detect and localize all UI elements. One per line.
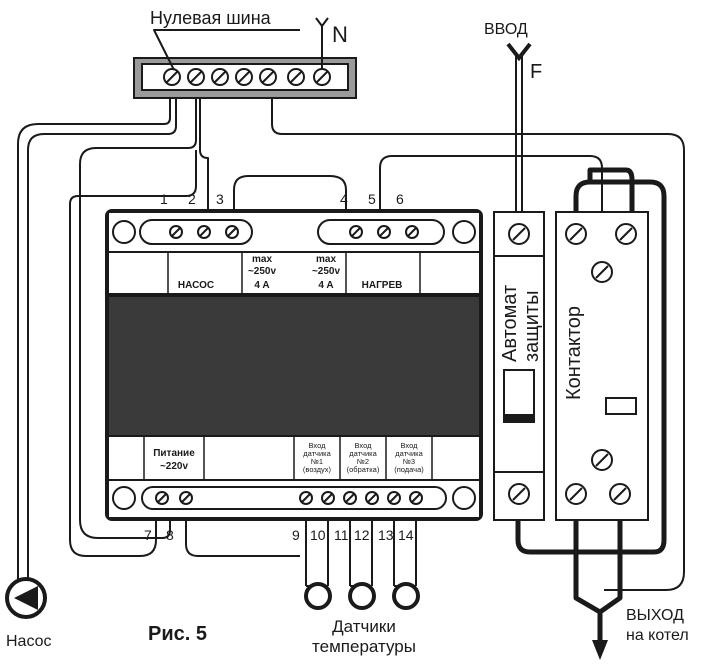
neutral-bus [133, 17, 357, 99]
terminal-number-6: 6 [396, 191, 404, 207]
contactor-indicator [605, 397, 637, 415]
circuit-breaker [493, 211, 545, 521]
output-arrow [592, 640, 608, 660]
heat-relay-voltage: ~250v [312, 266, 341, 277]
output-label-line1: ВЫХОД [626, 607, 684, 624]
heat-relay-current: 4 A [318, 280, 333, 291]
input-f-label: F [530, 61, 542, 83]
bus-terminals [163, 68, 331, 86]
pump-label: Насос [6, 633, 52, 650]
sensors-caption-line1: Датчики [332, 617, 396, 636]
bottom-terminals [155, 491, 423, 505]
terminal-number-10: 10 [310, 527, 326, 543]
breaker-label-line1: Автомат [499, 285, 521, 362]
terminal-number-7: 7 [144, 527, 152, 543]
terminal-number-12: 12 [354, 527, 370, 543]
power-label-line2: ~220v [160, 461, 189, 472]
sensor3-label-l1: Вход [401, 441, 419, 450]
pump-relay-name: НАСОС [178, 280, 214, 291]
sensor2-label-l4: (обратка) [347, 465, 380, 474]
terminal-number-9: 9 [292, 527, 300, 543]
output-label-line2: на котел [626, 627, 689, 644]
contactor [555, 211, 649, 521]
sensor3-label-l2: датчика [395, 449, 423, 458]
neutral-n-label: N [332, 22, 348, 47]
contactor-label: Контактор [563, 306, 585, 400]
sensor2-label-l3: №2 [357, 457, 369, 466]
terminal-number-2: 2 [188, 191, 196, 207]
terminal-number-13: 13 [378, 527, 394, 543]
pump-relay-max: max [252, 254, 272, 265]
terminal-number-5: 5 [368, 191, 376, 207]
heat-relay-max: max [316, 254, 336, 265]
sensor1-label-l4: (воздух) [303, 465, 332, 474]
terminal-number-11: 11 [334, 527, 349, 543]
pump-symbol [5, 577, 47, 619]
terminal-number-4: 4 [340, 191, 348, 207]
neutral-bus-label: Нулевая шина [150, 8, 272, 28]
sensor3-label-l4: (подача) [394, 465, 424, 474]
input-label: ВВОД [484, 21, 528, 38]
sensor-3-symbol [392, 582, 420, 610]
terminal-number-14: 14 [398, 527, 414, 543]
sensors-caption-line2: температуры [312, 637, 416, 656]
pump-relay-current: 4 A [254, 280, 269, 291]
heat-relay-name: НАГРЕВ [362, 280, 403, 291]
sensor1-label-l2: датчика [303, 449, 331, 458]
wires [17, 54, 685, 640]
sensor2-label-l1: Вход [355, 441, 373, 450]
breaker-lever [503, 369, 535, 423]
top-terminals [169, 225, 419, 239]
sensor3-label-l3: №3 [403, 457, 415, 466]
sensor2-label-l2: датчика [349, 449, 377, 458]
power-label-line1: Питание [153, 448, 195, 459]
breaker-label-line2: защиты [521, 291, 543, 362]
sensor1-label-l3: №1 [311, 457, 323, 466]
figure-caption: Рис. 5 [148, 623, 207, 645]
terminal-number-8: 8 [166, 527, 174, 543]
sensor1-label-l1: Вход [309, 441, 327, 450]
pump-relay-voltage: ~250v [248, 266, 277, 277]
sensor-2-symbol [348, 582, 376, 610]
sensor-1-symbol [304, 582, 332, 610]
temperature-sensors [304, 582, 420, 610]
terminal-number-1: 1 [160, 191, 168, 207]
terminal-number-3: 3 [216, 191, 224, 207]
input-arrow [506, 42, 532, 62]
controller [105, 209, 483, 521]
